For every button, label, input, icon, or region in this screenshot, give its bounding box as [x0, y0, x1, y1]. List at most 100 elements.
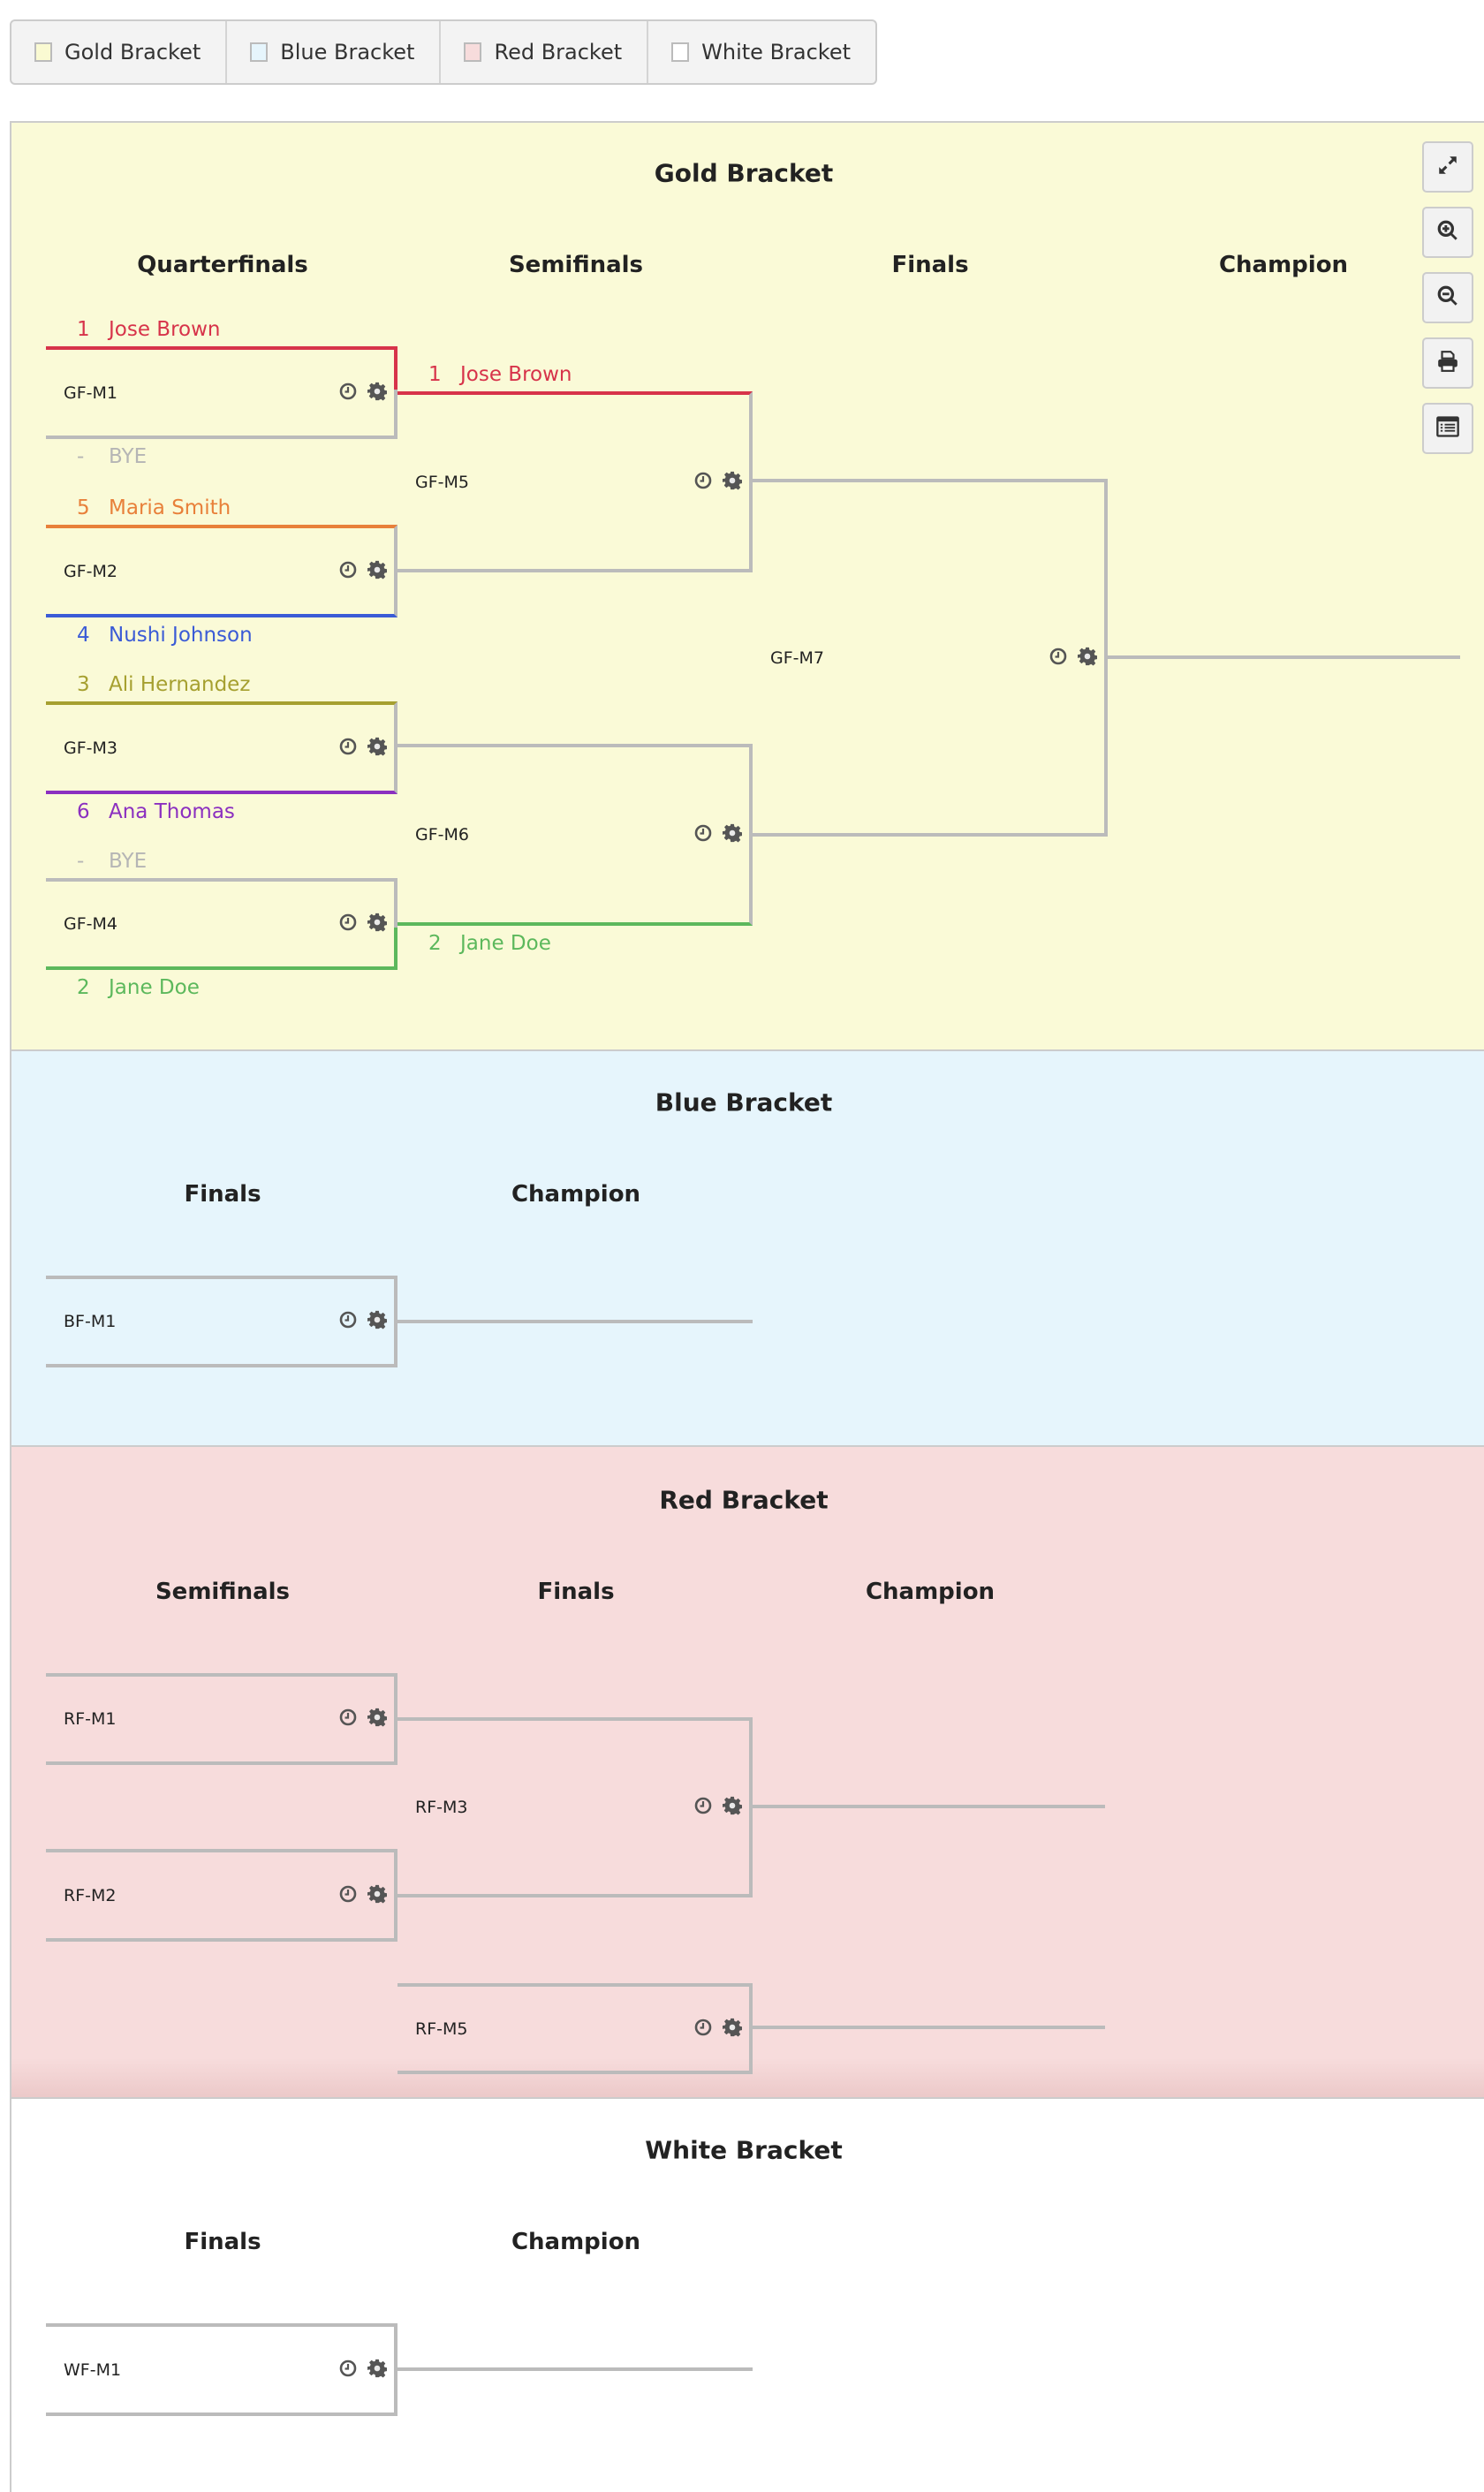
gear-icon[interactable] — [367, 1884, 388, 1907]
color-swatch — [250, 42, 269, 62]
champion-line — [753, 1805, 1105, 1808]
match-id: RF-M1 — [64, 1709, 117, 1729]
team-top[interactable]: 1 Jose Brown — [77, 318, 221, 341]
team-name: Jane Doe — [460, 932, 551, 955]
match-gf-m1[interactable]: GF-M1 — [46, 346, 398, 439]
team-seed: 1 — [77, 318, 90, 341]
match-rf-m1[interactable]: RF-M1 — [46, 1673, 398, 1765]
match-rf-m3[interactable]: RF-M3 — [398, 1717, 753, 1897]
team-bottom[interactable]: -BYE — [77, 445, 147, 468]
bracket-title: Blue Bracket — [655, 1087, 833, 1117]
team-name: Maria Smith — [109, 496, 231, 519]
team-top[interactable]: 3 Ali Hernandez — [77, 673, 250, 696]
team-name: Jose Brown — [109, 318, 221, 341]
match-actions — [694, 471, 743, 494]
zoom-out-button[interactable] — [1422, 272, 1473, 323]
gear-icon[interactable] — [723, 823, 743, 846]
clock-icon[interactable] — [339, 1708, 357, 1730]
team-seed: - — [77, 445, 85, 468]
round-header: Finals — [891, 252, 969, 278]
zoom-in-button[interactable] — [1422, 207, 1473, 258]
team-seed: 1 — [428, 363, 442, 386]
match-gf-m2[interactable]: GF-M2 — [46, 525, 398, 617]
gear-icon[interactable] — [367, 2359, 388, 2382]
team-seed: 3 — [77, 673, 90, 696]
match-actions — [339, 913, 388, 935]
clock-icon[interactable] — [1049, 648, 1067, 669]
expand-button[interactable] — [1422, 141, 1473, 193]
advance-line — [394, 346, 398, 390]
expand-icon — [1436, 154, 1459, 180]
clock-icon[interactable] — [694, 472, 712, 493]
clock-icon[interactable] — [694, 2019, 712, 2040]
gear-icon[interactable] — [367, 1708, 388, 1731]
match-id: GF-M6 — [415, 825, 469, 845]
gear-icon[interactable] — [1078, 647, 1098, 670]
champion-line — [1105, 655, 1460, 659]
team-seed: 4 — [77, 624, 90, 647]
match-gf-m6[interactable]: GF-M6 — [398, 744, 753, 926]
tab-white-bracket[interactable]: White Bracket — [648, 21, 875, 83]
tab-red-bracket[interactable]: Red Bracket — [441, 21, 649, 83]
match-wf-m1[interactable]: WF-M1 — [46, 2323, 398, 2416]
match-gf-m4[interactable]: GF-M4 — [46, 878, 398, 970]
clock-icon[interactable] — [339, 561, 357, 582]
tab-gold-bracket[interactable]: Gold Bracket — [11, 21, 228, 83]
gear-icon[interactable] — [723, 471, 743, 494]
gear-icon[interactable] — [723, 1796, 743, 1819]
match-actions — [339, 2359, 388, 2382]
print-button[interactable] — [1422, 337, 1473, 389]
match-actions — [339, 1708, 388, 1731]
zoom-in-icon — [1436, 219, 1459, 246]
team-name: Ali Hernandez — [109, 673, 251, 696]
match-gf-m3[interactable]: GF-M3 — [46, 701, 398, 794]
list-icon — [1435, 415, 1460, 442]
tab-blue-bracket[interactable]: Blue Bracket — [227, 21, 442, 83]
gear-icon[interactable] — [367, 382, 388, 405]
advance-line — [394, 928, 398, 970]
team-seed: - — [77, 850, 85, 873]
round-header: Finals — [537, 1579, 615, 1605]
list-button[interactable] — [1422, 403, 1473, 454]
round-header: Semifinals — [508, 252, 644, 278]
color-swatch — [34, 42, 52, 62]
clock-icon[interactable] — [339, 1311, 357, 1332]
match-id: GF-M4 — [64, 914, 117, 934]
champion-line — [398, 1320, 753, 1323]
round-header: Champion — [1218, 252, 1349, 278]
gear-icon[interactable] — [723, 2018, 743, 2041]
clock-icon[interactable] — [694, 1797, 712, 1818]
match-rf-m5[interactable]: RF-M5 — [398, 1983, 753, 2074]
gear-icon[interactable] — [367, 560, 388, 583]
gear-icon[interactable] — [367, 913, 388, 935]
clock-icon[interactable] — [339, 2359, 357, 2381]
match-id: BF-M1 — [64, 1312, 117, 1331]
gear-icon[interactable] — [367, 737, 388, 760]
match-actions — [694, 2018, 743, 2041]
team-top[interactable]: -BYE — [77, 850, 147, 873]
clock-icon[interactable] — [339, 738, 357, 759]
round-header: Finals — [184, 1181, 261, 1208]
match-actions — [339, 382, 388, 405]
gear-icon[interactable] — [367, 1310, 388, 1333]
clock-icon[interactable] — [339, 383, 357, 404]
match-id: GF-M1 — [64, 383, 117, 403]
match-gf-m5[interactable]: GF-M5 — [398, 391, 753, 572]
clock-icon[interactable] — [339, 913, 357, 935]
clock-icon[interactable] — [339, 1885, 357, 1906]
match-gf-m7[interactable]: GF-M7 — [753, 479, 1108, 837]
match-id: GF-M2 — [64, 561, 117, 581]
match-rf-m2[interactable]: RF-M2 — [46, 1849, 398, 1942]
match-bf-m1[interactable]: BF-M1 — [46, 1276, 398, 1367]
clock-icon[interactable] — [694, 824, 712, 845]
match-id: WF-M1 — [64, 2359, 122, 2380]
